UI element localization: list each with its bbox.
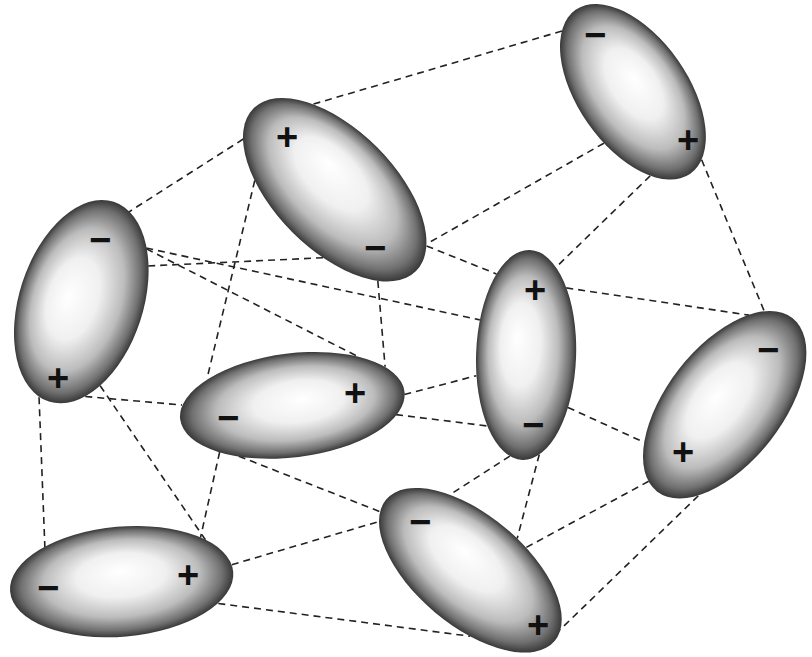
dashed-interaction bbox=[378, 281, 385, 367]
dashed-interaction bbox=[207, 181, 255, 379]
dashed-interaction bbox=[232, 522, 379, 565]
molecule-body bbox=[211, 66, 458, 313]
dashed-interaction bbox=[450, 456, 510, 495]
charge-sign: + bbox=[168, 555, 208, 595]
dashed-interaction bbox=[556, 176, 650, 268]
dashed-interaction bbox=[146, 248, 480, 320]
dipole-molecule: −+ bbox=[639, 307, 810, 502]
molecule-body bbox=[472, 248, 579, 461]
molecule-body bbox=[531, 0, 736, 205]
dipole-molecule: +− bbox=[472, 246, 580, 464]
charge-sign: − bbox=[748, 330, 788, 370]
dashed-interaction bbox=[526, 481, 649, 547]
dashed-interaction bbox=[427, 143, 604, 244]
molecule-body bbox=[612, 283, 812, 528]
dashed-interaction bbox=[404, 376, 476, 395]
dipole-molecule: −+ bbox=[556, 0, 710, 184]
charge-sign: − bbox=[400, 502, 440, 542]
charge-sign: − bbox=[513, 405, 553, 445]
charge-sign: − bbox=[208, 398, 248, 438]
molecule-body bbox=[350, 457, 589, 657]
ellipse-outline bbox=[239, 94, 430, 285]
dipole-molecule: +− bbox=[239, 94, 430, 285]
charge-sign: + bbox=[515, 270, 555, 310]
dashed-interaction bbox=[427, 246, 497, 274]
dipole-molecule: −+ bbox=[6, 522, 237, 641]
dashed-interaction bbox=[39, 397, 45, 547]
charge-sign: − bbox=[80, 220, 120, 260]
charge-sign: + bbox=[668, 120, 708, 160]
charge-sign: − bbox=[355, 228, 395, 268]
charge-sign: + bbox=[663, 432, 703, 472]
charge-sign: + bbox=[335, 373, 375, 413]
dipole-molecule: −+ bbox=[375, 484, 566, 657]
charge-sign: − bbox=[575, 15, 615, 55]
dashed-interaction bbox=[239, 456, 380, 511]
dashed-interaction bbox=[560, 496, 698, 630]
dashed-interaction bbox=[517, 454, 539, 538]
charge-sign: − bbox=[28, 568, 68, 608]
charge-sign: + bbox=[518, 605, 558, 645]
dashed-interaction bbox=[566, 288, 749, 315]
dashed-interaction bbox=[200, 452, 219, 538]
molecule-body bbox=[174, 340, 411, 471]
charge-sign: + bbox=[267, 117, 307, 157]
dashed-interaction bbox=[85, 397, 182, 405]
dashed-interaction bbox=[702, 160, 765, 312]
dashed-interaction bbox=[148, 258, 323, 266]
dipole-molecule: −+ bbox=[176, 348, 409, 463]
dashed-interaction bbox=[146, 249, 356, 356]
dashed-interaction bbox=[396, 415, 487, 426]
dashed-interaction bbox=[568, 407, 645, 442]
dashed-interaction bbox=[129, 139, 243, 212]
molecule-body bbox=[6, 517, 239, 646]
ellipse-outline bbox=[639, 307, 810, 502]
charge-sign: + bbox=[38, 358, 78, 398]
ellipse-outline bbox=[10, 196, 153, 407]
ellipse-outline bbox=[176, 348, 409, 463]
dipole-molecule: −+ bbox=[10, 196, 153, 407]
molecule-body bbox=[0, 183, 172, 421]
